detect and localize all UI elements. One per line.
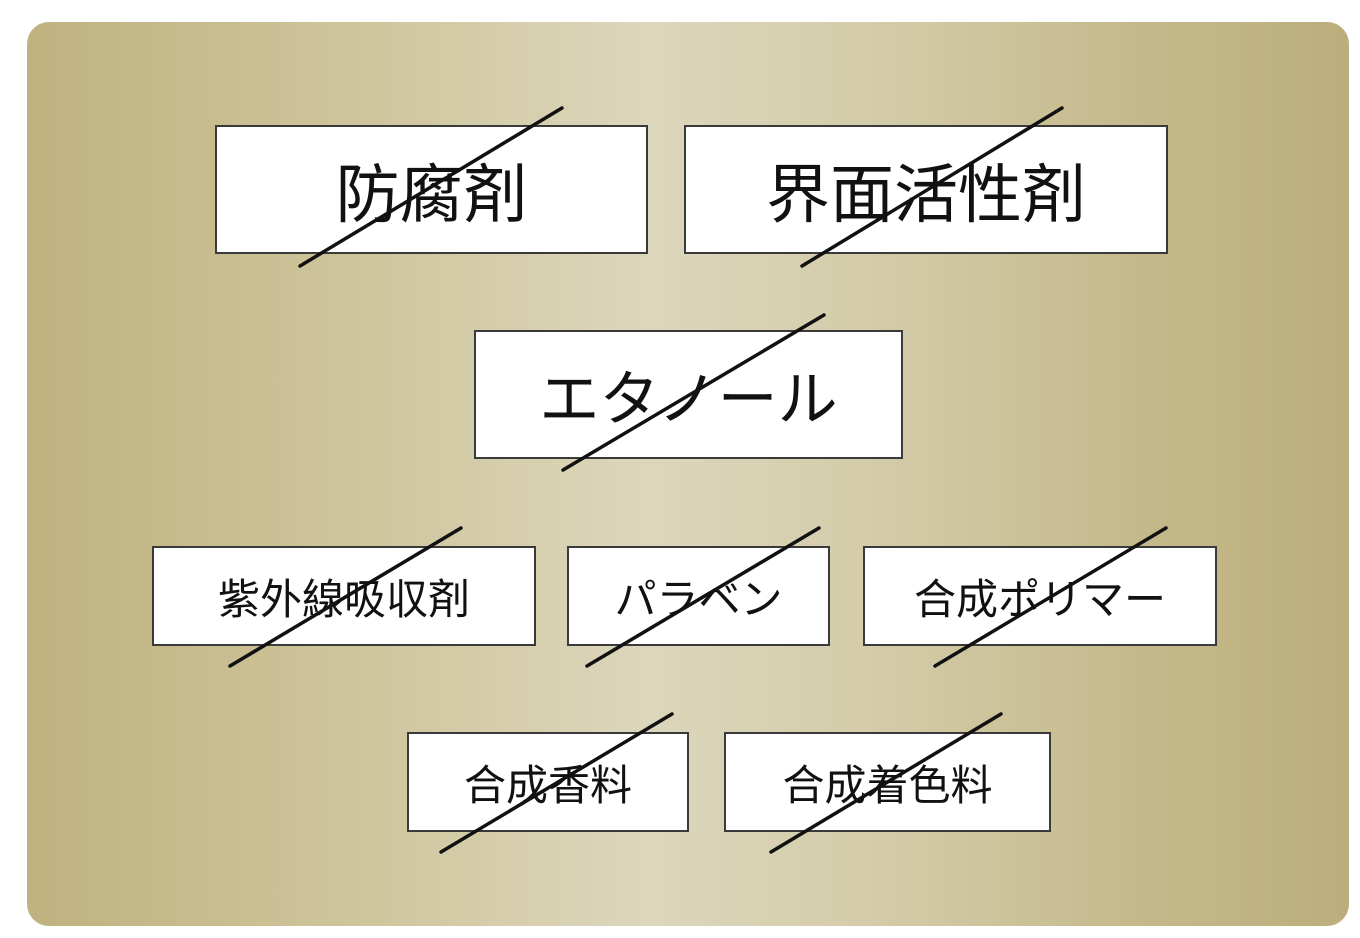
ingredient-label-ethanol: エタノール: [539, 365, 838, 435]
ingredient-label-uv-absorber: 紫外線吸収剤: [217, 574, 470, 624]
ingredient-box-preservative: 防腐剤: [215, 125, 648, 254]
ingredient-label-preservative: 防腐剤: [335, 158, 528, 233]
ingredient-box-surfactant: 界面活性剤: [684, 125, 1168, 254]
ingredient-box-synthetic-colorant: 合成着色料: [724, 732, 1051, 832]
ingredient-box-synthetic-fragrance: 合成香料: [407, 732, 689, 832]
ingredient-box-paraben: パラベン: [567, 546, 830, 646]
ingredient-label-synthetic-fragrance: 合成香料: [463, 760, 632, 810]
ingredient-box-synthetic-polymer: 合成ポリマー: [863, 546, 1217, 646]
ingredient-label-paraben: パラベン: [614, 574, 783, 624]
ingredient-box-uv-absorber: 紫外線吸収剤: [152, 546, 536, 646]
ingredient-label-synthetic-polymer: 合成ポリマー: [913, 574, 1166, 624]
ingredient-label-surfactant: 界面活性剤: [766, 158, 1086, 233]
ingredient-label-synthetic-colorant: 合成着色料: [782, 760, 993, 810]
ingredient-box-ethanol: エタノール: [474, 330, 903, 459]
